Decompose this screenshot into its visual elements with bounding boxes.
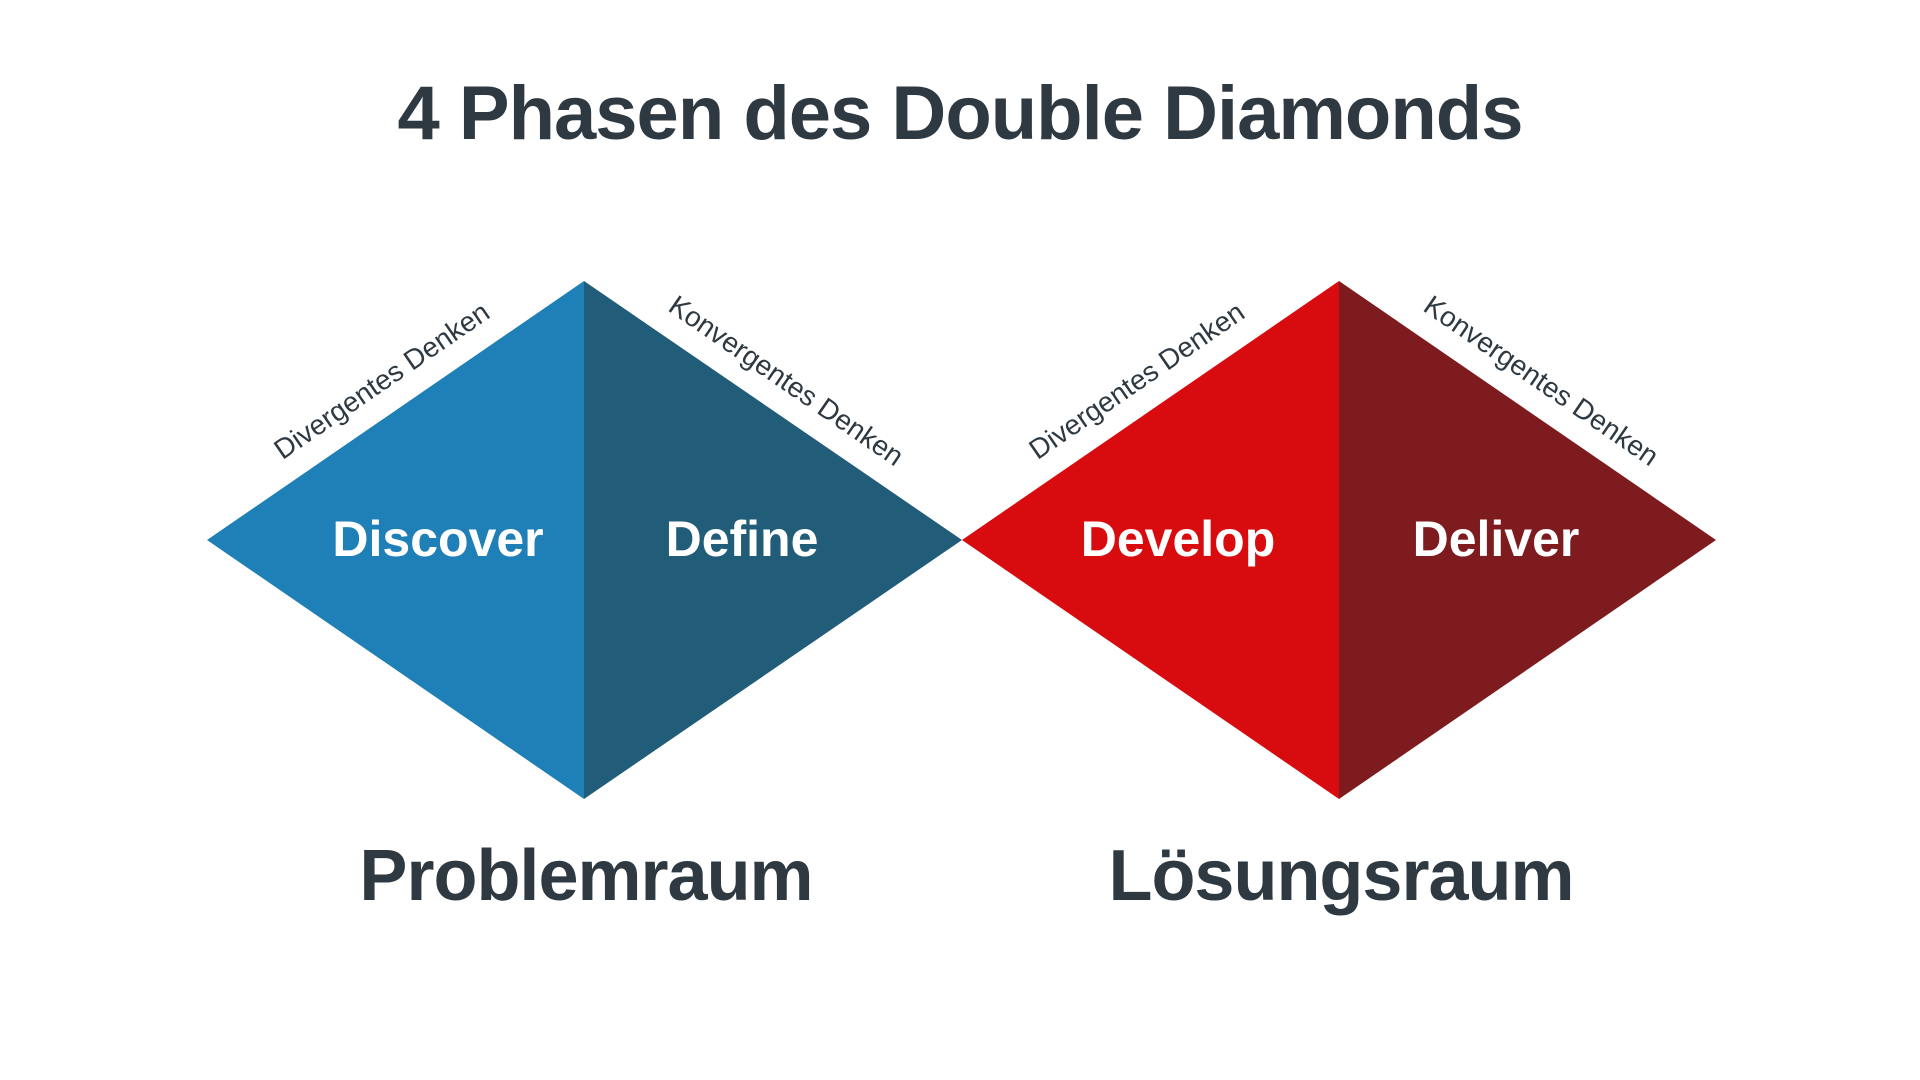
solution-space-label: Lösungsraum [1108, 836, 1574, 916]
page-title: 4 Phasen des Double Diamonds [397, 71, 1524, 156]
define-shape [584, 281, 962, 799]
deliver-shape [1339, 281, 1716, 799]
discover-shape [207, 281, 584, 799]
phase-label-define: Define [665, 511, 819, 567]
phase-label-deliver: Deliver [1412, 511, 1580, 567]
problem-space-label: Problemraum [359, 836, 813, 916]
phase-label-develop: Develop [1080, 511, 1276, 567]
develop-shape [962, 281, 1339, 799]
phase-label-discover: Discover [332, 511, 544, 567]
